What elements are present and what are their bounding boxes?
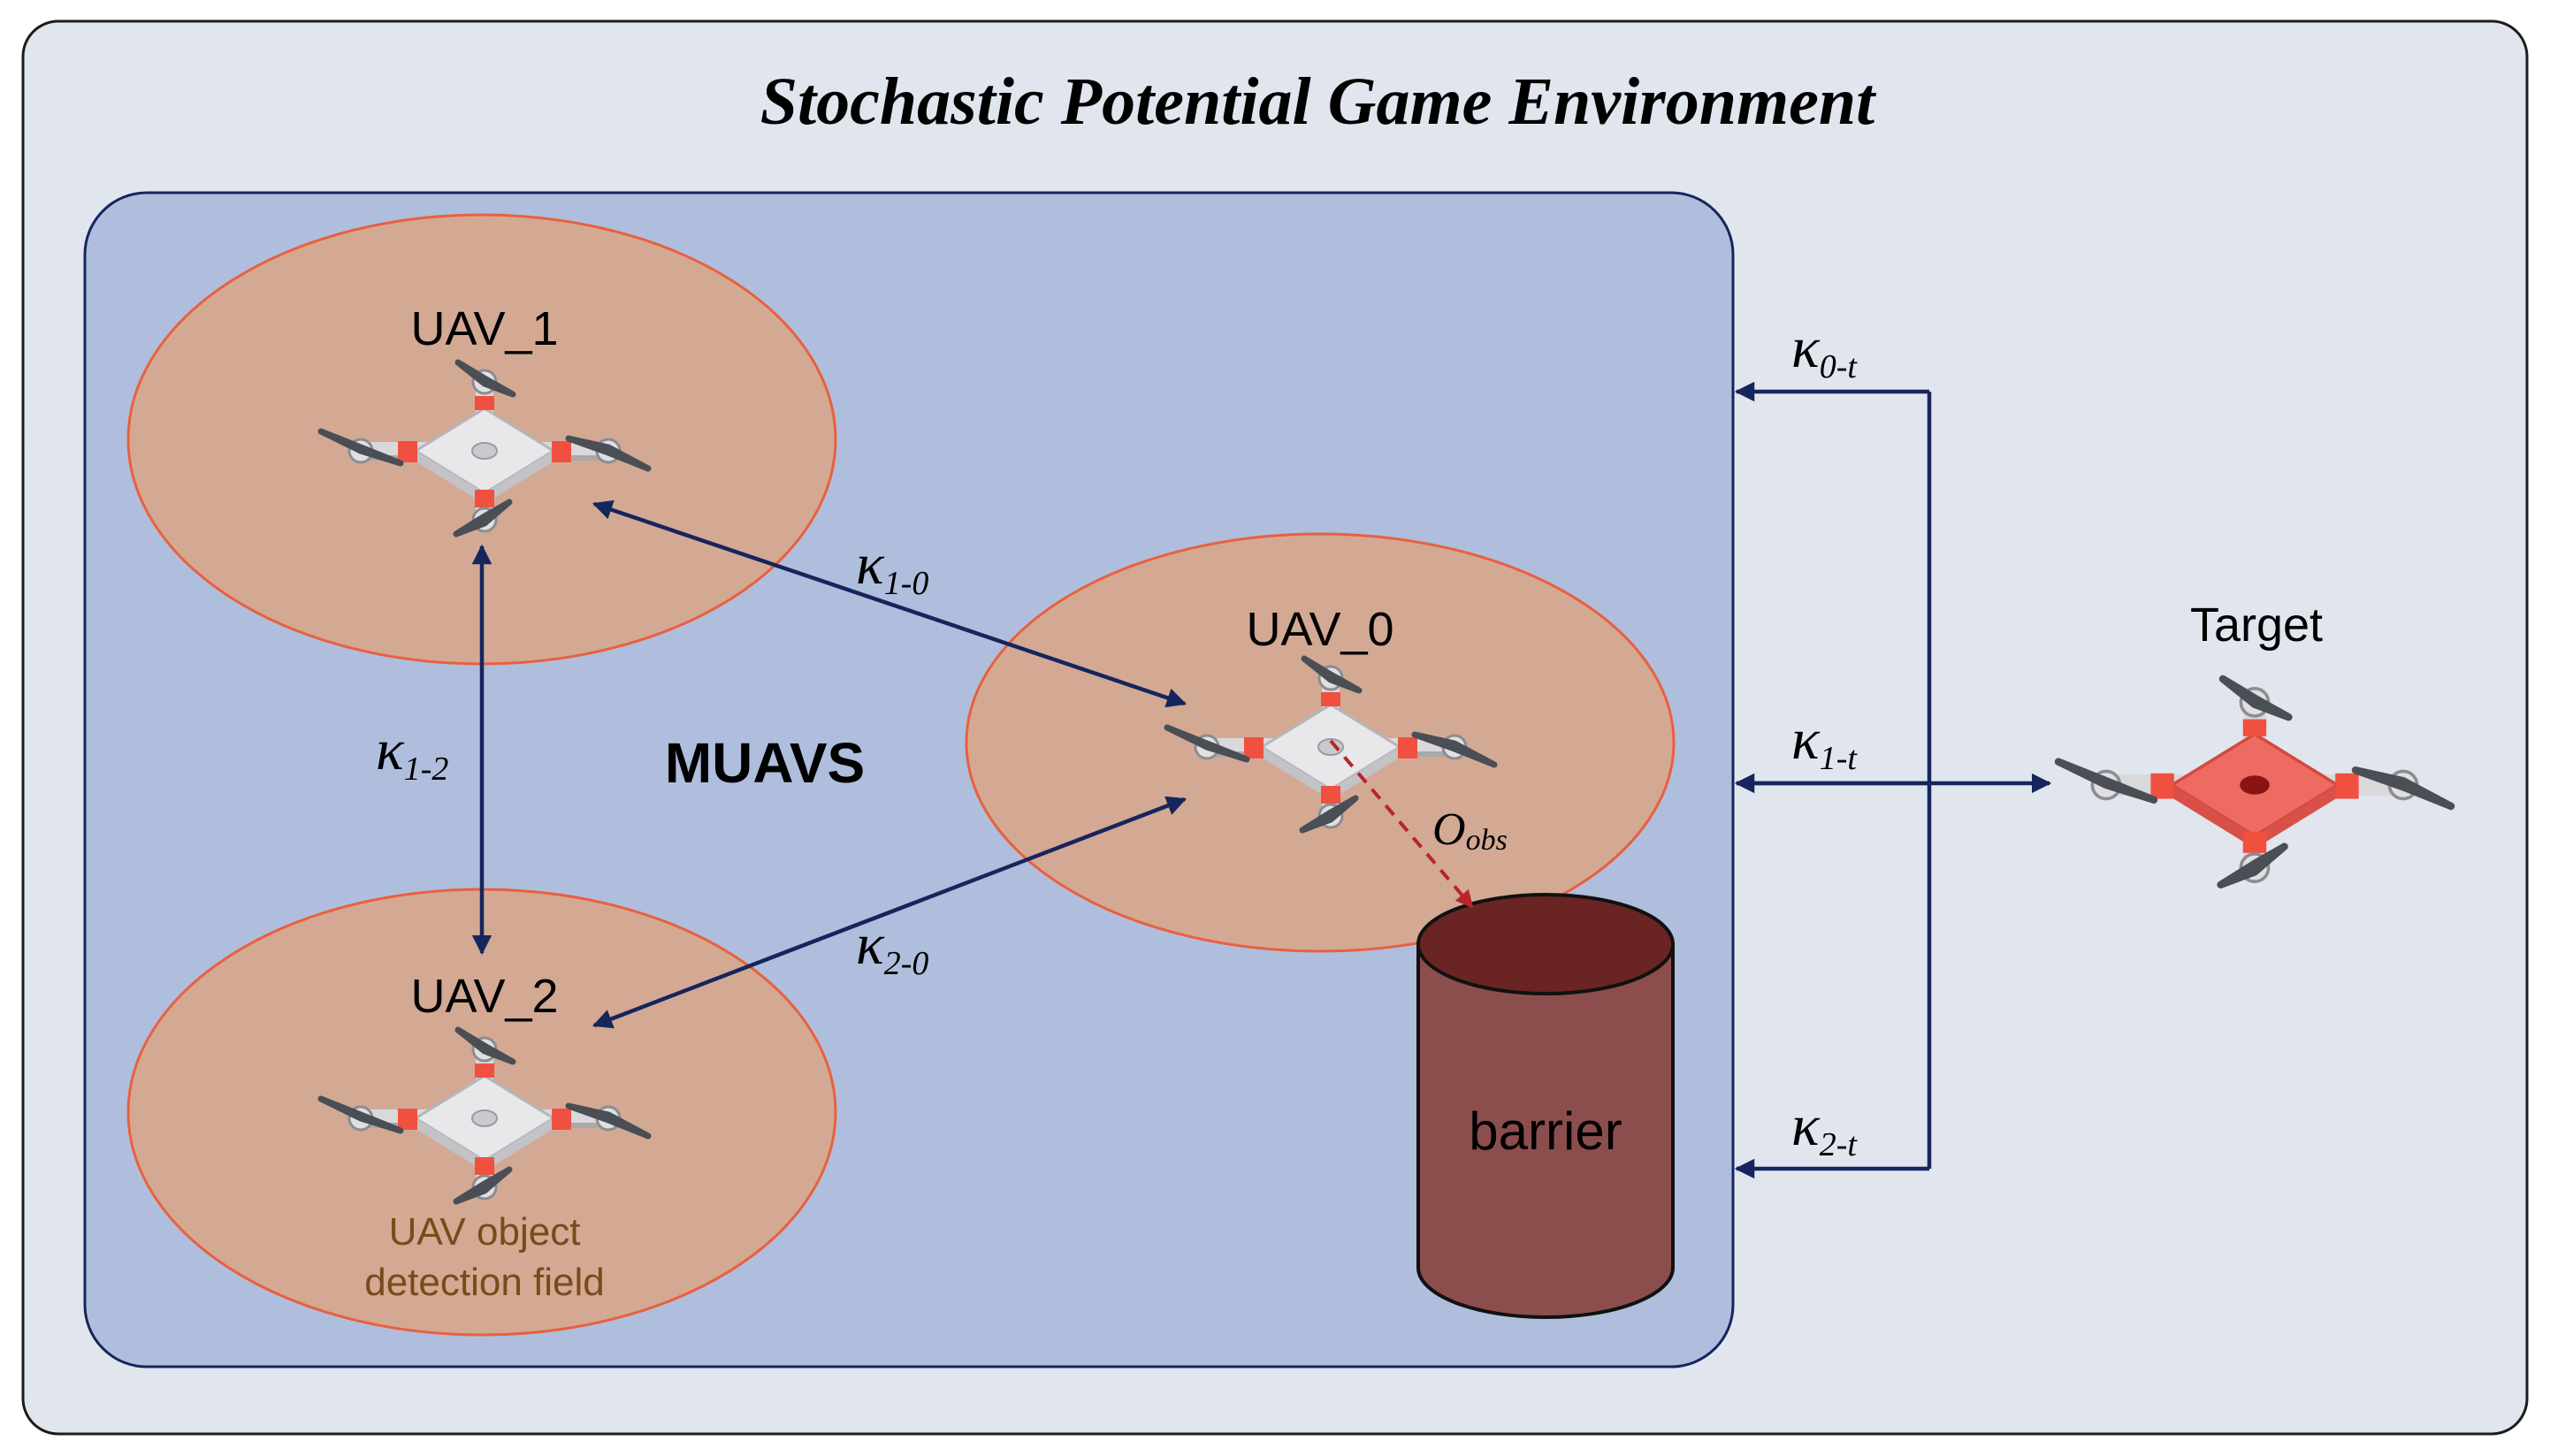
observation-arrow <box>1329 739 1474 909</box>
target-label: Target <box>2190 598 2323 652</box>
diagram-title: Stochastic Potential Game Environment <box>760 65 1877 139</box>
kappa-label-2-0: κ2-0 <box>856 912 928 982</box>
muavs-label: MUAVS <box>665 731 865 795</box>
observation-label: Oobs <box>1432 804 1508 857</box>
detection-field-note-line-1: UAV object <box>389 1210 581 1254</box>
barrier-label: barrier <box>1469 1102 1622 1161</box>
uav-0-label: UAV_0 <box>1246 603 1393 656</box>
kappa-label-1-0: κ1-0 <box>856 532 928 602</box>
uav-1-label: UAV_1 <box>410 302 558 355</box>
detection-field-note-line-2: detection field <box>364 1261 605 1304</box>
kappa-label-1-2: κ1-2 <box>376 718 448 788</box>
kappa-label-1-t: κ1-t <box>1791 707 1858 777</box>
barrier-cylinder <box>1416 893 1675 1319</box>
kappa-label-2-t: κ2-t <box>1791 1094 1858 1163</box>
target-drone-icon <box>2054 675 2455 889</box>
uav-2-label: UAV_2 <box>410 970 558 1023</box>
target-bus-lines <box>1734 381 2052 1179</box>
kappa-label-0-t: κ0-t <box>1791 316 1858 385</box>
link-arrow-2-0 <box>592 796 1187 1029</box>
link-arrow-1-0 <box>592 499 1187 708</box>
